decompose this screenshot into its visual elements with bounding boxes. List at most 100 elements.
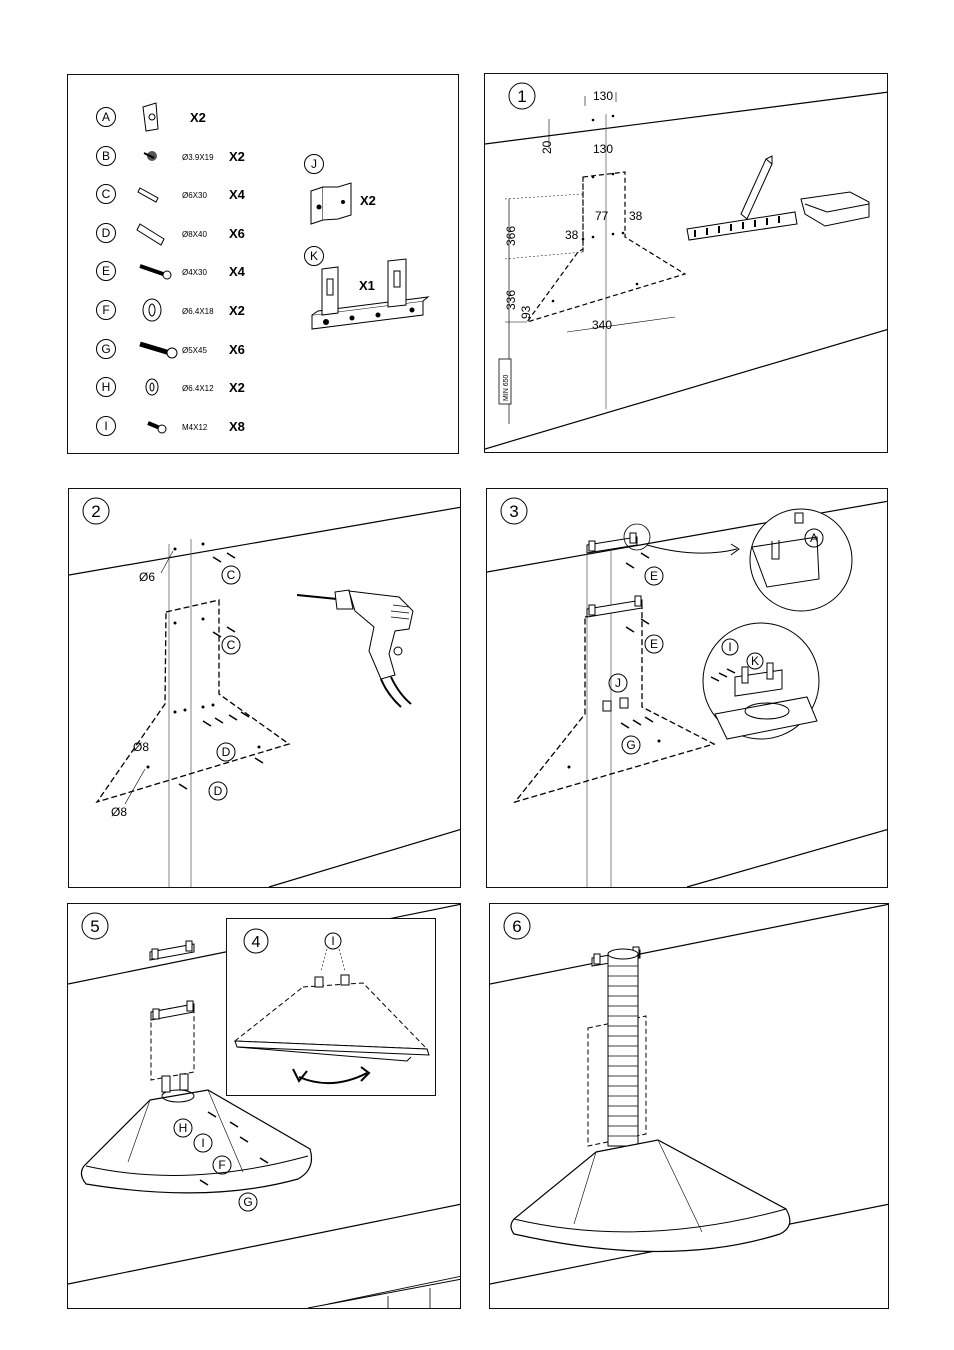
step-2-number: 2 [91,502,100,521]
svg-text:C: C [227,638,236,652]
dim-336: 336 [504,290,518,310]
svg-text:X8: X8 [229,419,245,434]
svg-text:J: J [311,157,317,171]
callout-i: I [325,933,341,949]
pencil-icon [741,156,772,219]
svg-text:Ø5X45: Ø5X45 [182,346,207,355]
plug-c-icon [138,188,158,202]
detail-ik-magnifier: I K [703,623,819,739]
svg-text:I: I [331,934,334,948]
parts-list-drawing: A X2 B Ø3.9X19 X2 C Ø6X30 X4 D Ø8X40 X6 [68,75,459,454]
svg-text:X2: X2 [229,303,245,318]
svg-text:X2: X2 [360,193,376,208]
plug-d-icon [137,224,164,245]
svg-text:B: B [102,149,110,163]
step-1-drawing: 1 130 20 130 77 38 38 366 336 93 340 [485,74,888,453]
dim-130-upper: 130 [593,142,613,156]
drill-icon [297,590,413,707]
svg-text:X4: X4 [229,264,246,279]
svg-text:J: J [615,676,621,690]
step-1-panel: 1 130 20 130 77 38 38 366 336 93 340 [484,73,888,453]
svg-text:A: A [810,531,818,545]
svg-text:X2: X2 [190,110,206,125]
diameter-8-label-b: Ø8 [111,805,127,819]
step-5-number: 5 [90,917,99,936]
bracket-k-icon [312,259,428,329]
bracket-j-pair [603,698,628,711]
svg-text:C: C [102,187,111,201]
flexible-duct [608,949,638,1146]
svg-text:K: K [310,249,318,263]
svg-text:Ø6X30: Ø6X30 [182,191,207,200]
step-3-number: 3 [509,502,518,521]
dim-93: 93 [519,305,533,319]
svg-text:H: H [102,380,111,394]
bracket-j-icon [311,183,351,224]
worktop-line [485,329,888,449]
part-row-b: B Ø3.9X19 X2 [97,147,245,166]
svg-text:C: C [227,568,236,582]
callout-c-2: C [222,636,240,654]
dim-38-left: 38 [565,228,579,242]
svg-text:M4X12: M4X12 [182,423,208,432]
svg-text:G: G [626,738,635,752]
step-1-number: 1 [517,87,526,106]
callout-e-1: E [645,567,663,585]
svg-text:G: G [101,342,110,356]
part-row-i: I M4X12 X8 [97,417,245,436]
step-4-drawing: 4 I [227,919,436,1096]
callout-g: G [622,736,640,754]
part-row-e: E Ø4X30 X4 [97,262,246,281]
svg-text:MIN 650: MIN 650 [503,374,510,401]
screw-e-icon [140,266,171,279]
min-650-label: MIN 650 [499,359,511,404]
detail-a-magnifier: A [750,509,852,611]
parts-list-panel: A X2 B Ø3.9X19 X2 C Ø6X30 X4 D Ø8X40 X6 [67,74,459,454]
svg-text:Ø6.4X18: Ø6.4X18 [182,307,214,316]
svg-text:X1: X1 [359,278,375,293]
svg-text:A: A [102,110,110,124]
dim-340: 340 [592,318,612,332]
step-3-drawing: 3 E E J G [487,489,888,888]
bracket-j: J X2 [305,155,376,225]
svg-text:D: D [222,745,231,759]
svg-text:E: E [102,264,110,278]
dim-20: 20 [540,140,554,154]
step-2-drawing: 2 Ø6 Ø8 Ø8 C C [69,489,461,888]
svg-text:X2: X2 [229,380,245,395]
svg-text:G: G [243,1195,252,1209]
svg-text:E: E [650,569,658,583]
step-6-number: 6 [512,917,521,936]
svg-text:I: I [104,419,107,433]
washer-h-icon [146,379,158,395]
hood-canopy [235,975,429,1061]
svg-text:I: I [201,1136,204,1150]
part-row-h: H Ø6.4X12 X2 [97,378,245,397]
dim-77: 77 [595,209,609,223]
tape-measure-icon [687,192,869,240]
svg-text:Ø6.4X12: Ø6.4X12 [182,384,214,393]
svg-text:X6: X6 [229,226,245,241]
hood-body [511,1140,790,1252]
svg-text:H: H [179,1121,188,1135]
diameter-8-label-a: Ø8 [133,740,149,754]
clip-a-icon [143,103,158,131]
screw-i-icon [148,423,166,433]
screw-b-icon [144,151,157,161]
lower-bracket [587,596,642,617]
rotate-arrow-icon [293,1067,369,1083]
bracket-k: K X1 [305,247,429,330]
dim-366: 366 [504,226,518,246]
ceiling-line [485,92,888,144]
upper-bracket [150,941,194,960]
part-row-g: G Ø5X45 X6 [97,340,245,359]
step-4-number: 4 [252,934,261,951]
step-6-panel: 6 [489,903,889,1309]
part-row-a: A X2 [97,103,206,131]
svg-text:X4: X4 [229,187,246,202]
step-2-panel: 2 Ø6 Ø8 Ø8 C C [68,488,461,888]
step-3-panel: 3 E E J G [486,488,888,888]
part-row-f: F Ø6.4X18 X2 [97,299,245,321]
svg-text:D: D [214,784,223,798]
svg-text:X2: X2 [229,149,245,164]
